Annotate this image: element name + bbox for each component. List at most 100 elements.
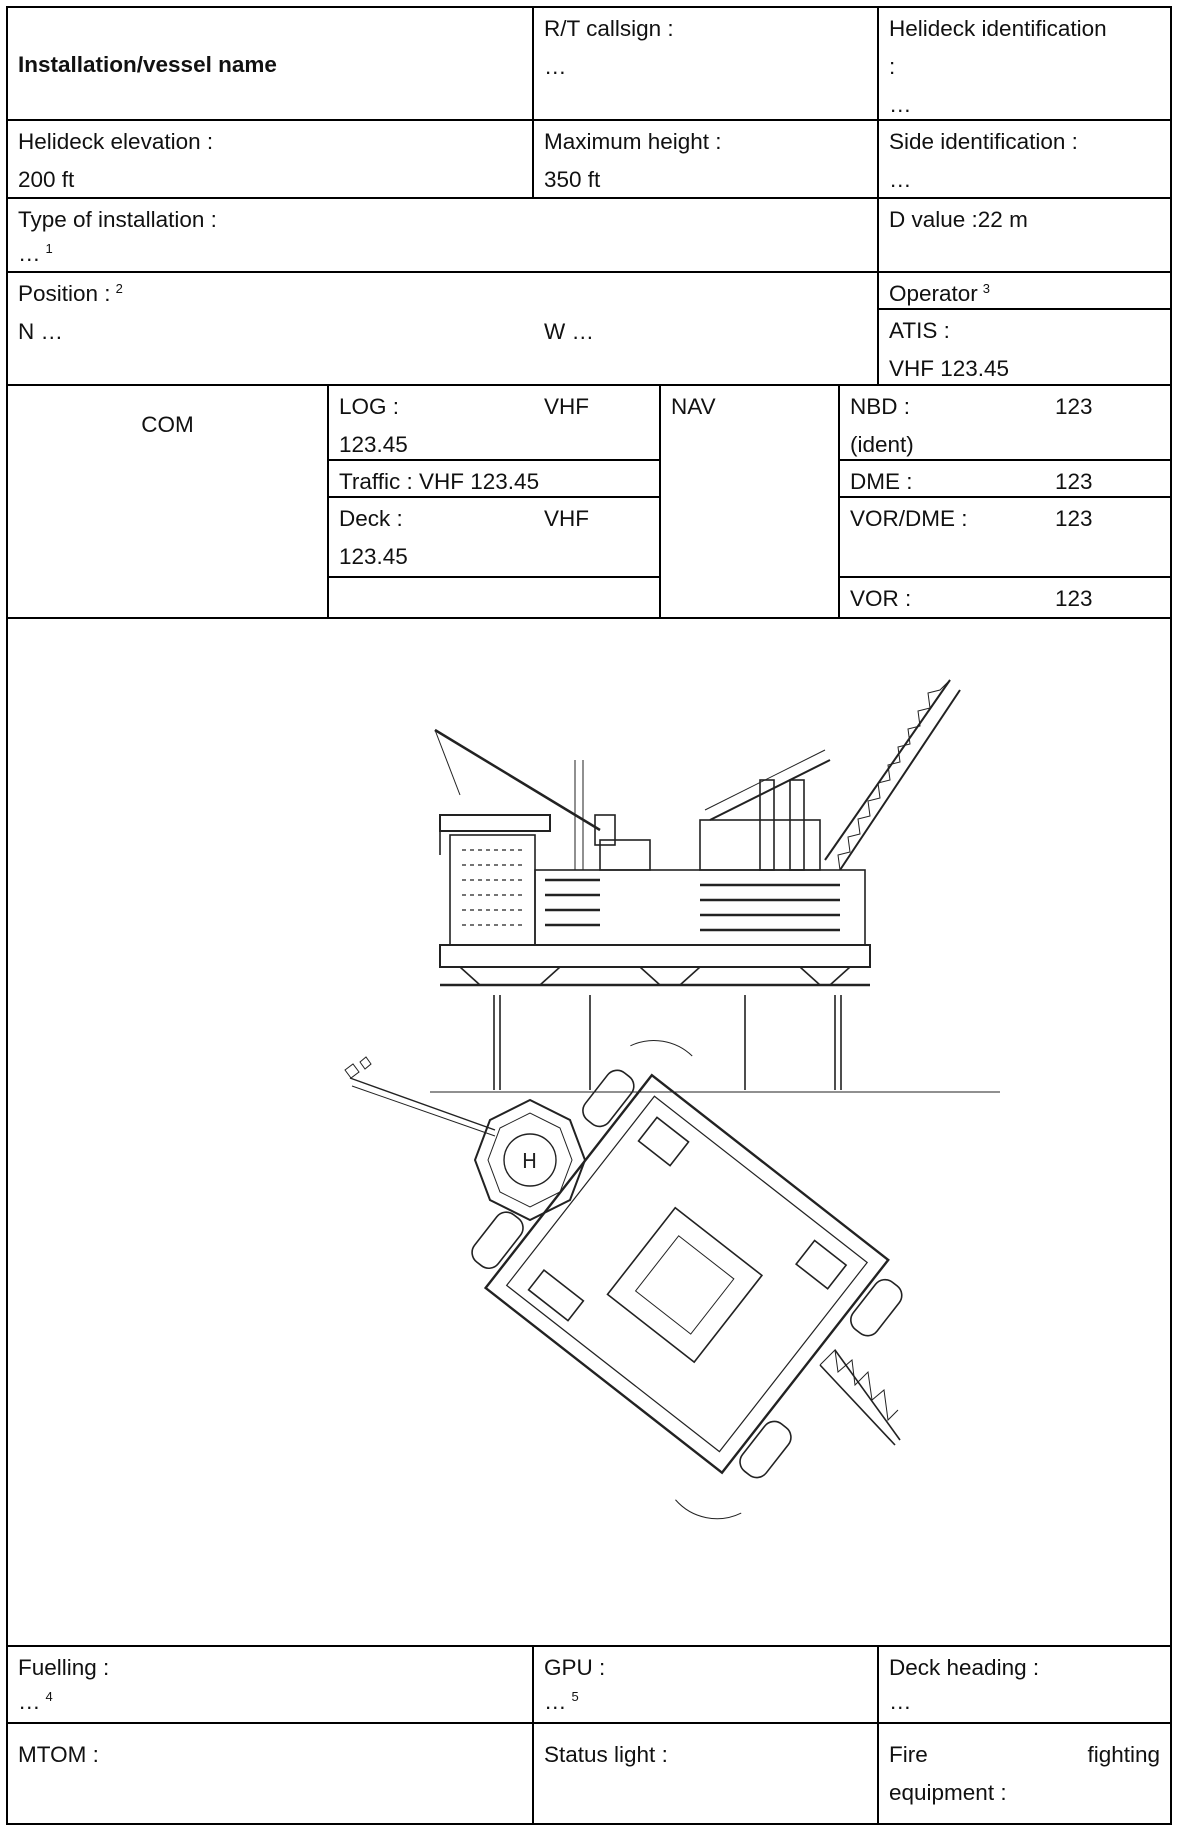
helideck-elevation-cell: Helideck elevation : 200 ft	[8, 121, 532, 199]
grid-line	[838, 496, 1172, 498]
rt-callsign-value: …	[544, 54, 567, 79]
helideck-elevation-value: 200 ft	[18, 167, 75, 192]
plan-crane-boom	[819, 1348, 901, 1446]
fire-fighting-label: Fire fighting	[889, 1742, 1160, 1767]
grid-line	[327, 496, 661, 498]
footnote-1: 1	[45, 240, 53, 256]
installation-type-value: …	[18, 241, 41, 266]
plan-view-drawing	[471, 1039, 903, 1520]
com-deck-cell: Deck :VHF 123.45	[329, 498, 659, 576]
nav-vordme-cell: VOR/DME : 123	[840, 498, 1170, 538]
d-value: D value :22 m	[889, 207, 1028, 232]
grid-line	[877, 1645, 879, 1825]
flare-boom	[344, 1056, 496, 1137]
installation-name-cell: Installation/vessel name	[8, 8, 532, 119]
grid-line	[1170, 6, 1172, 1825]
fire-fighting-label-2: equipment :	[889, 1780, 1007, 1805]
gpu-value: …	[544, 1689, 567, 1714]
com-label-cell: COM	[8, 386, 327, 444]
footnote-4: 4	[45, 1688, 53, 1704]
com-traffic: Traffic : VHF 123.45	[339, 469, 540, 494]
svg-text:H: H	[522, 1149, 537, 1173]
nav-vor-value: 123	[1055, 586, 1093, 611]
grid-line	[6, 617, 1172, 619]
nav-ndb-value: 123	[1055, 394, 1093, 419]
grid-line	[6, 1722, 1172, 1724]
atis-label: ATIS :	[889, 318, 950, 343]
nav-label: NAV	[671, 394, 716, 419]
grid-line	[877, 308, 1172, 310]
helideck-id-value: …	[889, 92, 912, 117]
side-id-value: …	[889, 167, 912, 192]
rt-callsign-label: R/T callsign :	[544, 16, 674, 41]
nav-vor-cell: VOR :123	[840, 578, 1170, 618]
nav-ndb-cell: NBD : 123 (ident)	[840, 386, 1170, 464]
side-elevation-drawing	[430, 679, 1000, 1093]
grid-line	[838, 576, 1172, 578]
nav-ndb-ident: (ident)	[850, 432, 914, 457]
fire-fighting-cell: Fire fighting equipment :	[879, 1724, 1170, 1812]
grid-line	[6, 384, 1172, 386]
nav-vordme-label: VOR/DME :	[850, 506, 968, 531]
mtom-label: MTOM :	[18, 1742, 99, 1767]
com-log-freq: 123.45	[339, 432, 408, 457]
com-deck-freq: 123.45	[339, 544, 408, 569]
deck-heading-value: …	[889, 1689, 912, 1714]
helideck-elevation-label: Helideck elevation :	[18, 129, 214, 154]
grid-line	[6, 119, 1172, 121]
nav-dme-cell: DME : 123	[840, 461, 1170, 501]
max-height-label: Maximum height :	[544, 129, 722, 154]
grid-line	[6, 1645, 1172, 1647]
max-height-value: 350 ft	[544, 167, 601, 192]
gpu-cell: GPU : …5	[534, 1647, 877, 1717]
operator-label: Operator	[889, 281, 978, 306]
helideck-id-colon: :	[889, 54, 896, 79]
position-north: N …	[18, 319, 63, 344]
max-height-cell: Maximum height : 350 ft	[534, 121, 877, 199]
grid-line	[532, 6, 534, 199]
nav-vordme-value: 123	[1055, 506, 1093, 531]
side-id-label: Side identification :	[889, 129, 1078, 154]
deck-heading-cell: Deck heading : …	[879, 1647, 1170, 1717]
fuelling-label: Fuelling :	[18, 1655, 110, 1680]
nav-dme-label: DME :	[850, 469, 913, 494]
crane-boom	[704, 679, 961, 871]
nav-dme-value: 123	[1055, 469, 1093, 494]
gpu-label: GPU :	[544, 1655, 606, 1680]
footnote-3: 3	[982, 280, 991, 296]
rt-callsign-cell: R/T callsign : …	[534, 8, 877, 86]
com-log-band: VHF	[544, 394, 589, 419]
grid-line	[838, 459, 1172, 461]
grid-line	[532, 1645, 534, 1825]
position-west: W …	[544, 319, 594, 344]
grid-line	[327, 459, 661, 461]
com-traffic-cell: Traffic : VHF 123.45	[329, 461, 659, 501]
deck-heading-label: Deck heading :	[889, 1655, 1040, 1680]
helideck-id-cell: Helideck identification : …	[879, 8, 1170, 124]
side-id-cell: Side identification : …	[879, 121, 1170, 199]
grid-line	[659, 384, 661, 619]
footnote-5: 5	[571, 1688, 579, 1704]
fuelling-value: …	[18, 1689, 41, 1714]
nav-ndb-label: NBD :	[850, 394, 911, 419]
grid-line	[877, 6, 879, 386]
grid-line	[6, 197, 1172, 199]
grid-line	[6, 1823, 1172, 1825]
grid-line	[327, 576, 661, 578]
position-cell: Position :2 N … W …	[8, 273, 877, 351]
helideck-id-label: Helideck identification	[889, 16, 1107, 41]
grid-line	[327, 384, 329, 619]
position-label: Position :	[18, 281, 111, 306]
status-light-label: Status light :	[544, 1742, 668, 1767]
grid-line	[838, 384, 840, 619]
com-log-label: LOG :	[339, 394, 400, 419]
grid-line	[6, 271, 1172, 273]
installation-type-value-line: …1	[18, 239, 867, 269]
installation-name-label: Installation/vessel name	[18, 51, 277, 77]
com-label: COM	[141, 412, 194, 437]
com-log-cell: LOG : VHF 123.45	[329, 386, 659, 464]
status-light-cell: Status light :	[534, 1724, 877, 1774]
com-deck-band: VHF	[544, 506, 589, 531]
